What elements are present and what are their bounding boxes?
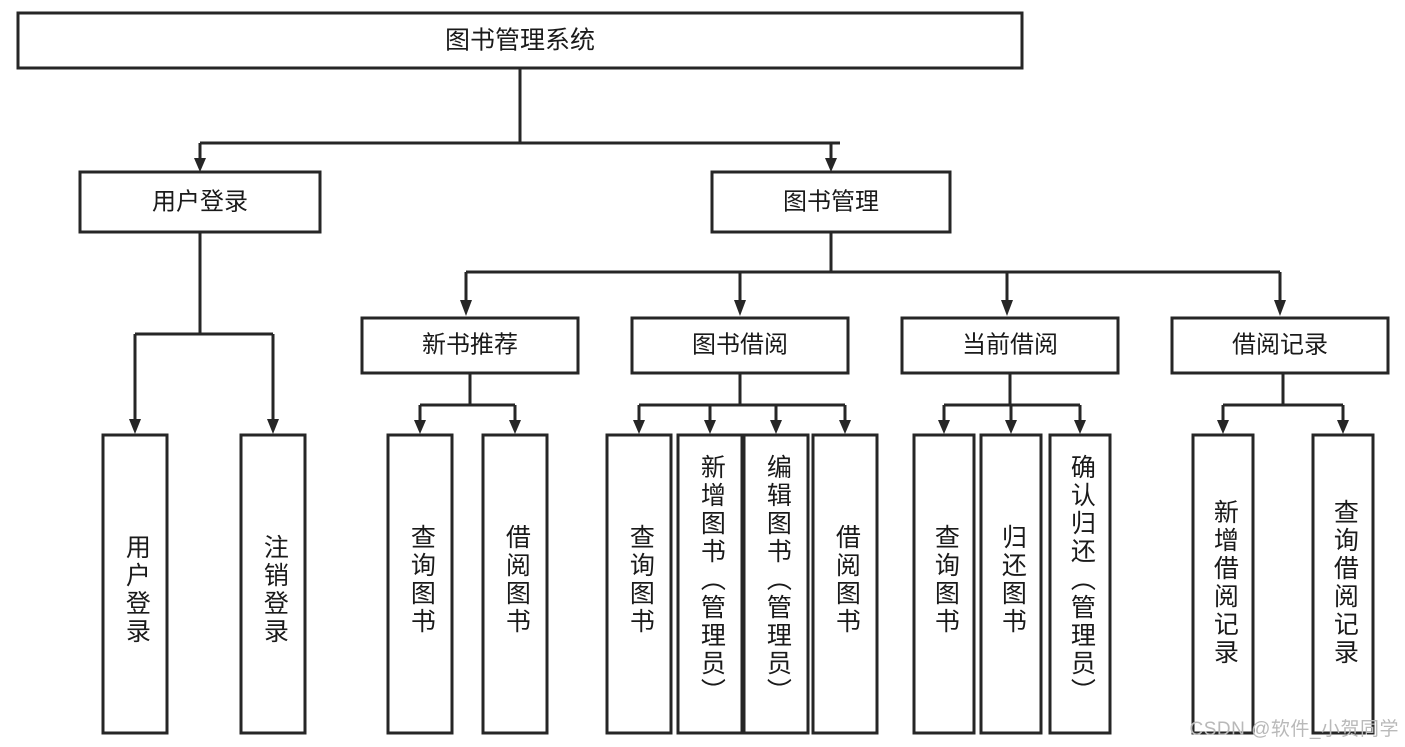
arrowhead-leaf-borrow-query (633, 420, 645, 434)
node-current-box[interactable] (900, 316, 1120, 375)
node-leaf-records-add[interactable]: 新增借阅记录 (1191, 433, 1255, 735)
node-leaf-borrow-borrow-box[interactable] (811, 433, 879, 735)
node-borrow-label: 图书借阅 (692, 331, 788, 358)
node-leaf-newbook-borrow-box[interactable] (481, 433, 549, 735)
node-leaf-records-query[interactable]: 查询借阅记录 (1311, 433, 1375, 735)
node-leaf-newbook-query-label: 查询图书 (407, 524, 436, 636)
node-leaf-current-query-label: 查询图书 (931, 524, 960, 636)
node-records[interactable]: 借阅记录 (1170, 316, 1390, 375)
node-leaf-newbook-query[interactable]: 查询图书 (386, 433, 454, 735)
arrowhead-bookmgmt (825, 158, 837, 172)
node-leaf-current-return-box[interactable] (979, 433, 1043, 735)
node-leaf-records-add-box[interactable] (1191, 433, 1255, 735)
node-leaf-records-query-box[interactable] (1311, 433, 1375, 735)
node-leaf-records-add-label: 新增借阅记录 (1210, 499, 1239, 667)
node-current[interactable]: 当前借阅 (900, 316, 1120, 375)
node-borrow-box[interactable] (630, 316, 850, 375)
arrowhead-leaf-borrow-add (704, 420, 716, 434)
node-leaf-newbook-query-box[interactable] (386, 433, 454, 735)
arrowhead-newbook (460, 300, 472, 316)
node-login[interactable]: 用户登录 (78, 170, 322, 234)
node-login-box[interactable] (78, 170, 322, 234)
node-leaf-borrow-edit[interactable]: 编辑图书（管理员） (742, 433, 810, 735)
edge-group-root (194, 68, 840, 172)
arrowhead-leaf-current-return (1005, 420, 1017, 434)
arrowhead-login (194, 158, 206, 172)
node-leaf-borrow-borrow-label: 借阅图书 (832, 524, 861, 636)
node-leaf-newbook-borrow[interactable]: 借阅图书 (481, 433, 549, 735)
node-leaf-current-query[interactable]: 查询图书 (912, 433, 976, 735)
node-newbook-label: 新书推荐 (422, 331, 518, 358)
node-leaf-borrow-edit-label: 编辑图书（管理员） (763, 454, 792, 706)
node-records-box[interactable] (1170, 316, 1390, 375)
node-leaf-borrow-add-label: 新增图书（管理员） (697, 454, 726, 706)
node-bookmgmt-label: 图书管理 (783, 188, 879, 215)
edge-group-bookmgmt (460, 232, 1286, 316)
node-newbook-box[interactable] (360, 316, 580, 375)
arrowhead-leaf-user-logout (267, 419, 279, 434)
node-leaf-current-confirm-label: 确认归还（管理员） (1067, 454, 1096, 706)
node-root[interactable]: 图书管理系统 (16, 11, 1024, 70)
node-leaf-user-logout-label: 注销登录 (260, 534, 289, 646)
node-root-label: 图书管理系统 (445, 27, 595, 55)
node-leaf-user-login-box[interactable] (101, 433, 169, 735)
node-leaf-current-confirm-box[interactable] (1048, 433, 1112, 735)
node-leaf-records-query-label: 查询借阅记录 (1330, 499, 1359, 667)
node-leaf-user-login[interactable]: 用户登录 (101, 433, 169, 735)
node-leaf-borrow-query-box[interactable] (605, 433, 673, 735)
node-leaf-newbook-borrow-label: 借阅图书 (502, 524, 531, 636)
node-leaf-borrow-add[interactable]: 新增图书（管理员） (676, 433, 744, 735)
arrowhead-leaf-newbook-query (414, 420, 426, 434)
edge-group-borrow (633, 373, 851, 434)
node-leaf-current-return-label: 归还图书 (998, 524, 1027, 636)
arrowhead-leaf-borrow-borrow (839, 420, 851, 434)
arrowhead-leaf-current-query (938, 420, 950, 434)
edge-group-records (1217, 373, 1349, 434)
node-leaf-current-return[interactable]: 归还图书 (979, 433, 1043, 735)
edge-group-newbook (414, 373, 521, 434)
node-leaf-user-logout-box[interactable] (239, 433, 307, 735)
arrowhead-records (1274, 300, 1286, 316)
csdn-watermark: CSDN @软件_小贺同学 (1189, 719, 1399, 740)
arrowhead-leaf-current-confirm (1074, 420, 1086, 434)
node-leaf-user-logout[interactable]: 注销登录 (239, 433, 307, 735)
node-leaf-borrow-query[interactable]: 查询图书 (605, 433, 673, 735)
node-leaf-current-confirm[interactable]: 确认归还（管理员） (1048, 433, 1112, 735)
arrowhead-leaf-records-query (1337, 420, 1349, 434)
node-leaf-user-login-label: 用户登录 (122, 534, 151, 646)
node-login-label: 用户登录 (152, 188, 248, 215)
node-newbook[interactable]: 新书推荐 (360, 316, 580, 375)
node-current-label: 当前借阅 (962, 331, 1058, 358)
arrowhead-borrow (734, 300, 746, 316)
arrowhead-leaf-records-add (1217, 420, 1229, 434)
node-records-label: 借阅记录 (1232, 331, 1328, 358)
node-bookmgmt-box[interactable] (710, 170, 952, 234)
edge-group-login (129, 232, 279, 434)
node-leaf-current-query-box[interactable] (912, 433, 976, 735)
edge-group-current (938, 373, 1086, 434)
node-leaf-borrow-borrow[interactable]: 借阅图书 (811, 433, 879, 735)
node-bookmgmt[interactable]: 图书管理 (710, 170, 952, 234)
arrowhead-current (1001, 300, 1013, 316)
node-leaf-borrow-add-box[interactable] (676, 433, 744, 735)
node-root-box[interactable] (16, 11, 1024, 70)
arrowhead-leaf-borrow-edit (770, 420, 782, 434)
arrowhead-leaf-newbook-borrow (509, 420, 521, 434)
node-leaf-borrow-query-label: 查询图书 (626, 524, 655, 636)
node-borrow[interactable]: 图书借阅 (630, 316, 850, 375)
node-leaf-borrow-edit-box[interactable] (742, 433, 810, 735)
arrowhead-leaf-user-login (129, 419, 141, 434)
